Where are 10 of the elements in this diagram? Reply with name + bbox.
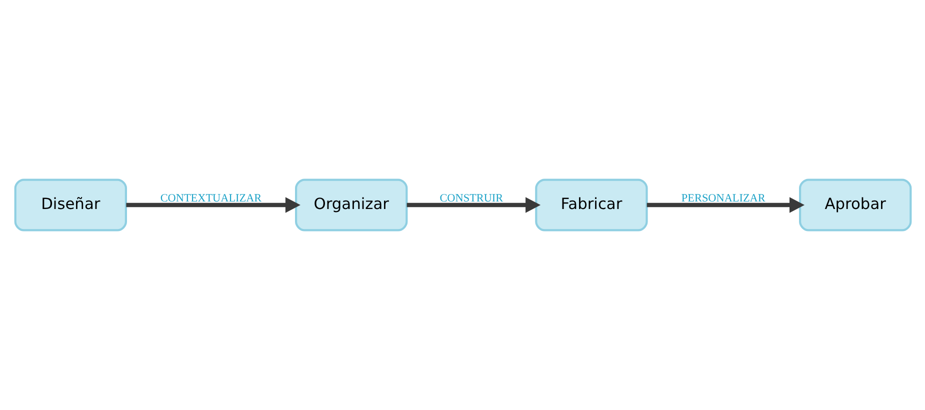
node-box: Fabricar [534, 178, 648, 232]
node-box: Organizar [294, 178, 408, 232]
arrow [646, 197, 804, 213]
arrow [406, 197, 540, 213]
edge-label: CONSTRUIR [439, 192, 503, 204]
edge-label: CONTEXTUALIZAR [160, 192, 262, 204]
arrow [126, 197, 300, 213]
edge-label: PERSONALIZAR [680, 192, 765, 204]
node-box: Diseñar [14, 178, 126, 232]
node-box: Aprobar [798, 178, 912, 232]
